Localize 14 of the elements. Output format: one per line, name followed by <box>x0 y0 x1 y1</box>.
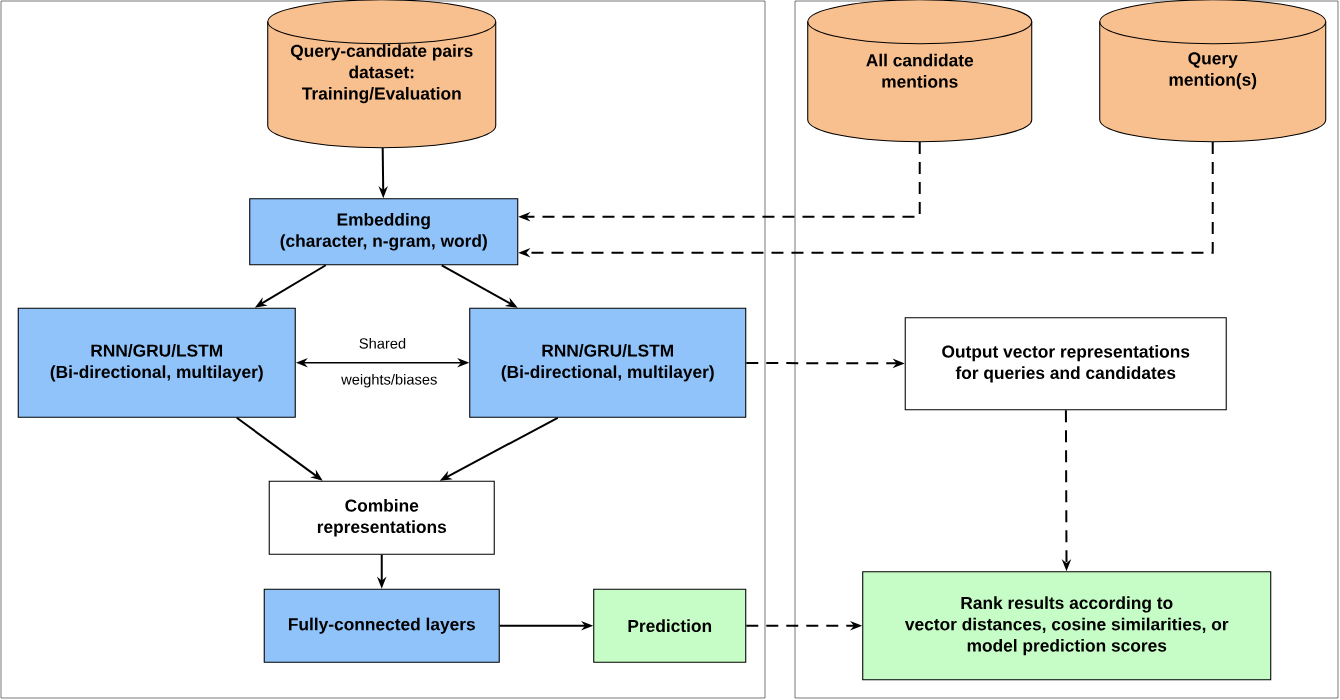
edge-label: Shared weights/biases <box>341 337 437 388</box>
database-cylinder: Query-candidate pairs dataset: Training/Evaluation <box>267 0 497 149</box>
process-box: Rank results according to vector distances, cosine similarities, or model prediction scores <box>862 571 1272 681</box>
process-box: RNN/GRU/LSTM (Bi-directional, multilayer) <box>17 307 296 418</box>
process-box: Output vector representations for queries and candidates <box>904 317 1227 411</box>
panel-box <box>794 0 1339 699</box>
process-box: Embedding (character, n-gram, word) <box>249 198 519 266</box>
process-box: Combine representations <box>268 480 495 555</box>
database-cylinder: All candidate mentions <box>807 0 1033 143</box>
process-box: RNN/GRU/LSTM (Bi-directional, multilayer) <box>469 307 747 418</box>
process-box: Fully-connected layers <box>263 588 500 663</box>
database-cylinder: Query mention(s) <box>1099 0 1327 143</box>
panel-box <box>0 0 766 699</box>
process-box: Prediction <box>593 588 747 663</box>
